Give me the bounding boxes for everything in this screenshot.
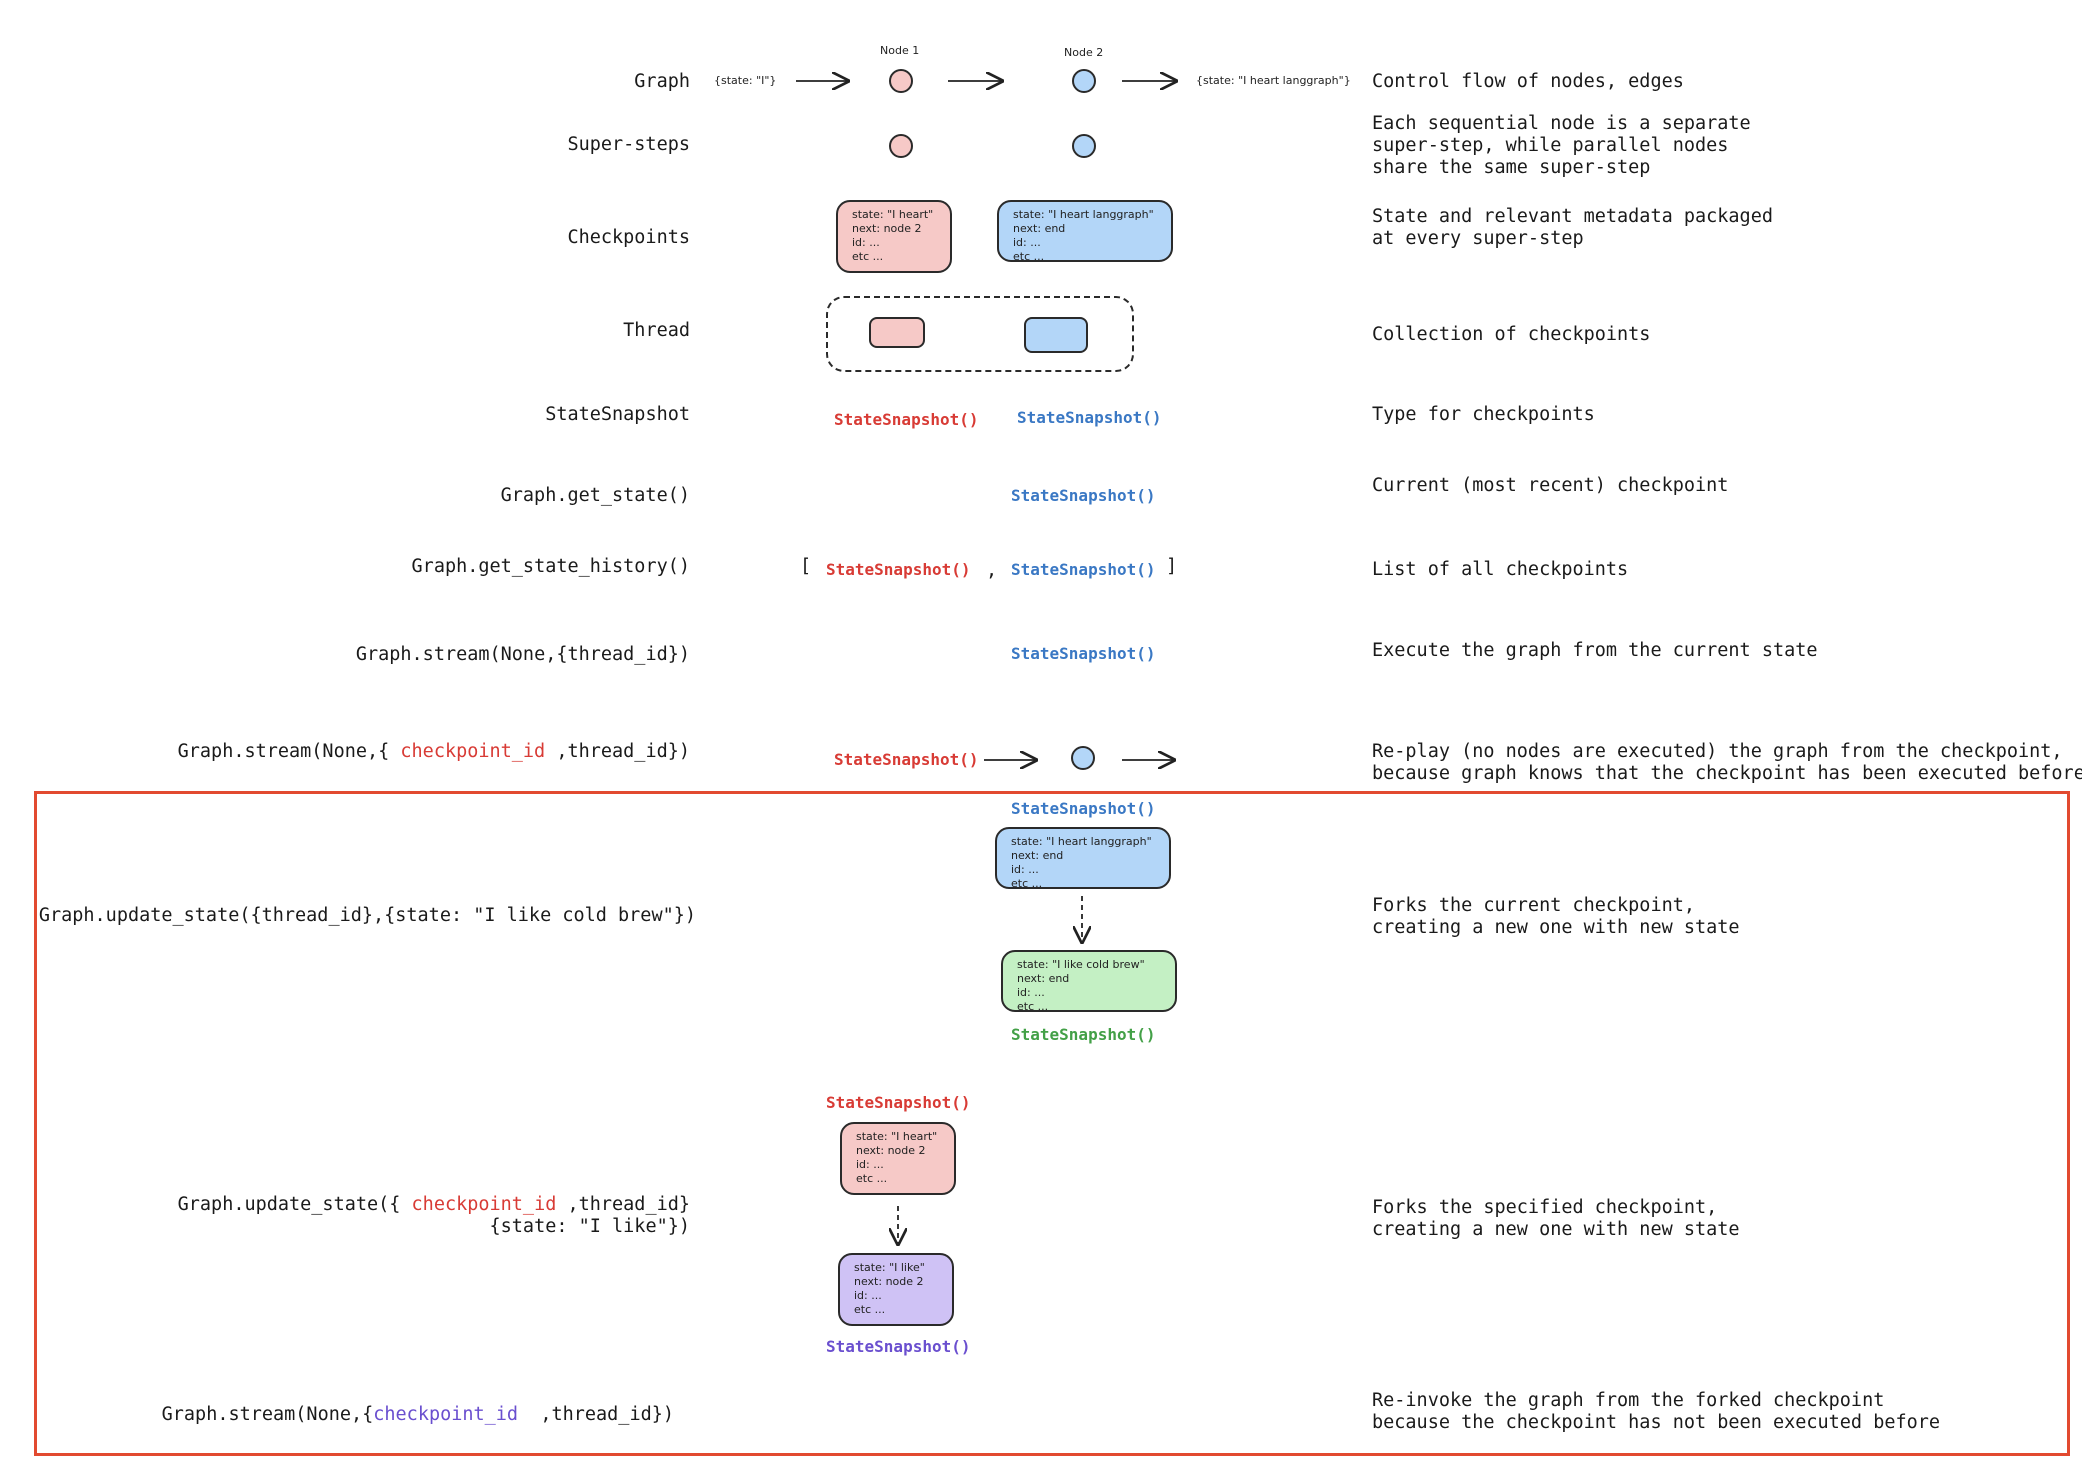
node2-label: Node 2	[1064, 46, 1104, 59]
graph-output-state: {state: "I heart langgraph"}	[1196, 74, 1351, 87]
forked-checkpoint-id: checkpoint_id	[373, 1404, 519, 1425]
replay-node-circle	[1071, 746, 1095, 770]
history-comma: ,	[986, 560, 998, 581]
stream-current-snapshot: StateSnapshot()	[1011, 644, 1156, 663]
update-specified-snapshot-bottom: StateSnapshot()	[826, 1337, 971, 1356]
superstep1-circle	[889, 134, 913, 158]
row-label-checkpoints: Checkpoints	[567, 227, 690, 248]
row-desc-thread: Collection of checkpoints	[1372, 324, 1651, 345]
row-label-get-state-history: Graph.get_state_history()	[411, 556, 690, 577]
update-current-snapshot-bottom: StateSnapshot()	[1011, 1025, 1156, 1044]
row-label-stream-forked: Graph.stream(None,{checkpoint_id ,thread…	[161, 1404, 674, 1425]
thread-container	[826, 296, 1134, 372]
row-desc-supersteps: Each sequential node is a separate super…	[1372, 113, 1751, 178]
update-specified-snapshot-top: StateSnapshot()	[826, 1093, 971, 1112]
graph-input-state: {state: "I"}	[714, 74, 777, 87]
node1-label: Node 1	[880, 44, 920, 57]
snapshot-red: StateSnapshot()	[834, 410, 979, 429]
row-label-update-specified: Graph.update_state({ checkpoint_id ,thre…	[177, 1194, 690, 1215]
row-desc-statesnapshot: Type for checkpoints	[1372, 404, 1595, 425]
row-desc-stream-current: Execute the graph from the current state	[1372, 640, 1818, 661]
row-desc-get-state: Current (most recent) checkpoint	[1372, 475, 1729, 496]
row-desc-checkpoints: State and relevant metadata packaged at …	[1372, 206, 1773, 249]
row-label-stream-current: Graph.stream(None,{thread_id})	[355, 644, 690, 665]
row-label-graph: Graph	[634, 71, 690, 92]
superstep2-circle	[1072, 134, 1096, 158]
thread-checkpoint-blue	[1024, 317, 1088, 353]
row-label-get-state: Graph.get_state()	[500, 485, 690, 506]
row-desc-update-current: Forks the current checkpoint, creating a…	[1372, 895, 1740, 938]
node2-circle	[1072, 69, 1096, 93]
thread-checkpoint-pink	[869, 317, 925, 348]
history-bracket-open: [	[800, 556, 812, 577]
history-snapshot-blue: StateSnapshot()	[1011, 560, 1156, 579]
node1-circle	[889, 69, 913, 93]
snapshot-blue: StateSnapshot()	[1017, 408, 1162, 427]
update-specified-checkpoint-id: checkpoint_id	[411, 1194, 557, 1215]
row-label-update-current: Graph.update_state({thread_id},{state: "…	[38, 905, 696, 926]
history-snapshot-red: StateSnapshot()	[826, 560, 971, 579]
replay-snapshot: StateSnapshot()	[834, 750, 979, 769]
row-desc-get-state-history: List of all checkpoints	[1372, 559, 1629, 580]
get-state-snapshot: StateSnapshot()	[1011, 486, 1156, 505]
row-desc-stream-replay: Re-play (no nodes are executed) the grap…	[1372, 741, 2082, 784]
row-desc-stream-forked: Re-invoke the graph from the forked chec…	[1372, 1390, 1941, 1433]
row-desc-update-specified: Forks the specified checkpoint, creating…	[1372, 1197, 1740, 1240]
row-label-update-specified-line2: {state: "I like"})	[489, 1216, 690, 1237]
update-current-snapshot-top: StateSnapshot()	[1011, 799, 1156, 818]
history-bracket-close: ]	[1166, 556, 1178, 577]
replay-checkpoint-id: checkpoint_id	[400, 741, 546, 762]
row-label-stream-replay: Graph.stream(None,{ checkpoint_id ,threa…	[177, 741, 690, 762]
row-desc-graph: Control flow of nodes, edges	[1372, 71, 1684, 92]
highlight-frame	[34, 791, 2070, 1456]
row-label-supersteps: Super-steps	[567, 134, 690, 155]
row-label-statesnapshot: StateSnapshot	[545, 404, 690, 425]
row-label-thread: Thread	[623, 320, 690, 341]
